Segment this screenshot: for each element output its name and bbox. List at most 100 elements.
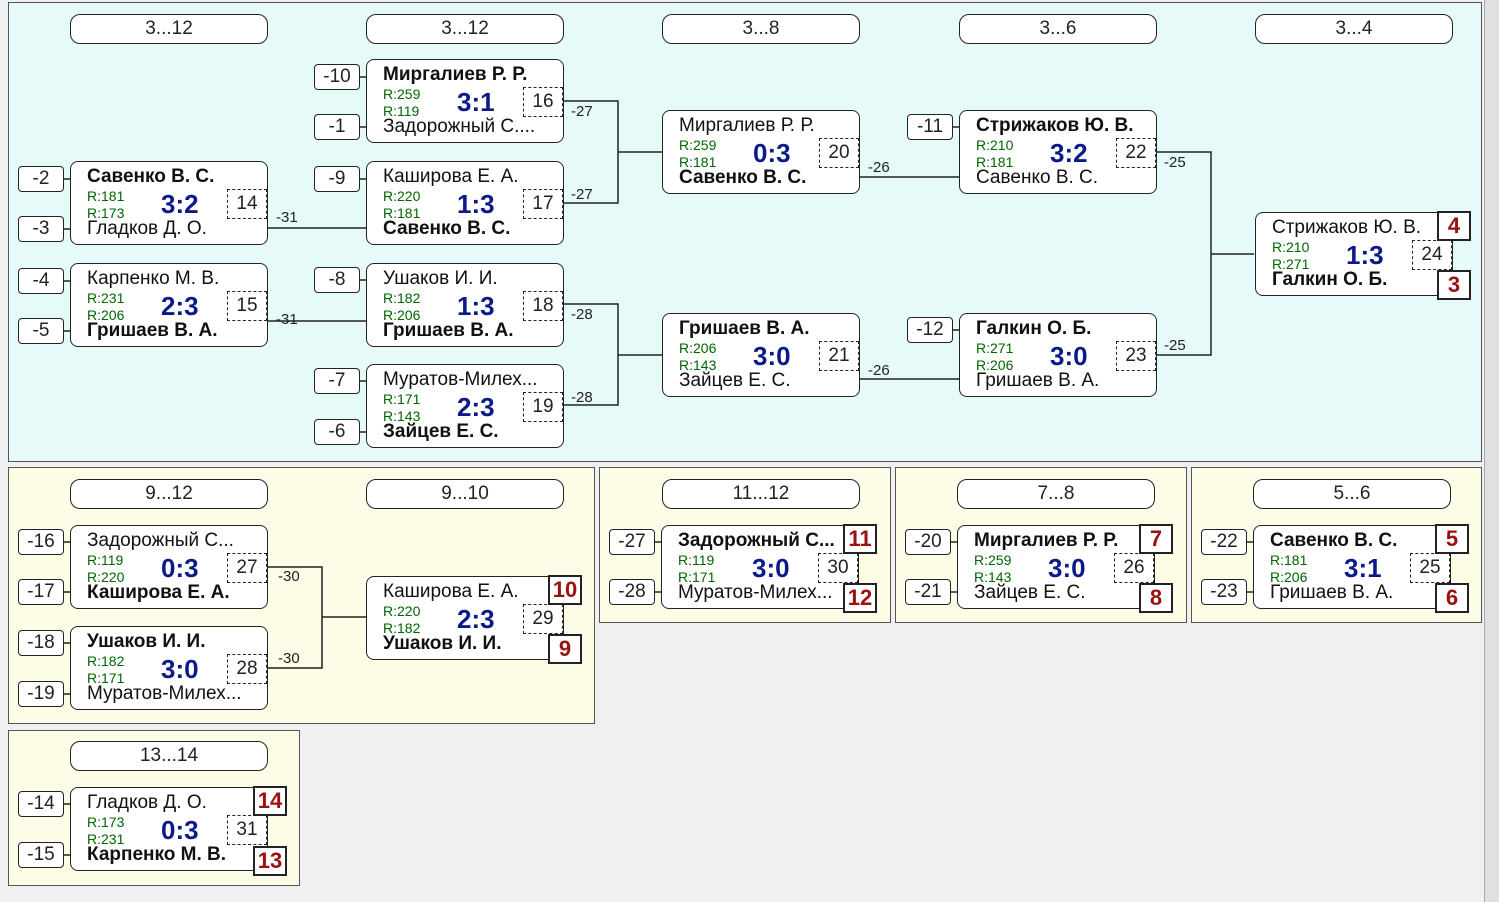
player-2-rating: R:206: [383, 307, 421, 323]
match-number: 23: [1116, 341, 1156, 371]
place-badge: 10: [548, 575, 582, 605]
match-number: 28: [227, 654, 267, 684]
round-header: 7...8: [957, 479, 1155, 509]
player-2-name: Гришаев В. А.: [383, 320, 514, 341]
player-1-rating: R:220: [383, 603, 421, 619]
match-card-25[interactable]: Савенко В. С. R:181 3:1 25 R:206 Гришаев…: [1253, 525, 1451, 609]
player-2-rating: R:181: [679, 154, 717, 170]
match-score: 0:3: [753, 138, 791, 168]
round-header: 3...12: [366, 14, 564, 44]
match-card-28[interactable]: Ушаков И. И. R:182 3:0 28 R:171 Муратов-…: [70, 626, 268, 710]
match-score: 0:3: [161, 553, 199, 583]
seed-box[interactable]: -3: [18, 216, 64, 242]
seed-box[interactable]: -10: [314, 64, 360, 90]
player-2-name: Зайцев Е. С.: [679, 370, 791, 391]
round-header: 5...6: [1253, 479, 1451, 509]
match-card-14[interactable]: Савенко В. С. R:181 3:2 14 R:173 Гладков…: [70, 161, 268, 245]
match-card-27[interactable]: Задорожный С... R:119 0:3 27 R:220 Кашир…: [70, 525, 268, 609]
round-header: 3...8: [662, 14, 860, 44]
match-card-20[interactable]: Миргалиев Р. Р. R:259 0:3 20 R:181 Савен…: [662, 110, 860, 194]
seed-box[interactable]: -15: [18, 842, 64, 868]
loser-goes-label: -26: [868, 159, 890, 176]
match-number: 18: [523, 291, 563, 321]
loser-goes-label: -28: [571, 306, 593, 323]
seed-box[interactable]: -16: [18, 529, 64, 555]
match-card-31[interactable]: Гладков Д. О. R:173 0:3 31 R:231 Карпенк…: [70, 787, 268, 871]
round-header: 3...12: [70, 14, 268, 44]
seed-box[interactable]: -19: [18, 681, 64, 707]
place-badge: 14: [253, 786, 287, 816]
player-1-name: Ушаков И. И.: [383, 268, 498, 289]
match-card-22[interactable]: Стрижаков Ю. В. R:210 3:2 22 R:181 Савен…: [959, 110, 1157, 194]
seed-box[interactable]: -1: [314, 114, 360, 140]
match-number: 25: [1410, 553, 1450, 583]
player-1-rating: R:119: [87, 552, 124, 568]
place-badge: 13: [253, 846, 287, 876]
seed-box[interactable]: -18: [18, 630, 64, 656]
match-card-15[interactable]: Карпенко М. В. R:231 2:3 15 R:206 Гришае…: [70, 263, 268, 347]
seed-box[interactable]: -8: [314, 267, 360, 293]
match-number: 20: [819, 138, 859, 168]
seed-box[interactable]: -14: [18, 791, 64, 817]
player-1-rating: R:173: [87, 814, 125, 830]
seed-box[interactable]: -4: [18, 268, 64, 294]
loser-goes-label: -28: [571, 389, 593, 406]
round-header: 3...4: [1255, 14, 1453, 44]
seed-box[interactable]: -28: [609, 579, 655, 605]
seed-box[interactable]: -6: [314, 419, 360, 445]
player-2-rating: R:143: [974, 569, 1012, 585]
match-card-30[interactable]: Задорожный С... R:119 3:0 30 R:171 Мурат…: [661, 525, 859, 609]
match-number: 21: [819, 341, 859, 371]
round-header: 9...12: [70, 479, 268, 509]
seed-box[interactable]: -9: [314, 166, 360, 192]
player-2-rating: R:206: [1270, 569, 1308, 585]
seed-box[interactable]: -20: [905, 529, 951, 555]
player-1-rating: R:206: [679, 340, 717, 356]
seed-box[interactable]: -5: [18, 318, 64, 344]
match-score: 3:0: [1050, 341, 1088, 371]
match-card-16[interactable]: Миргалиев Р. Р. R:259 3:1 16 R:119 Задор…: [366, 59, 564, 143]
match-score: 3:0: [753, 341, 791, 371]
loser-goes-label: -30: [278, 568, 300, 585]
seed-box[interactable]: -17: [18, 579, 64, 605]
player-2-rating: R:206: [87, 307, 125, 323]
match-card-18[interactable]: Ушаков И. И. R:182 1:3 18 R:206 Гришаев …: [366, 263, 564, 347]
seed-box[interactable]: -2: [18, 166, 64, 192]
player-1-rating: R:210: [1272, 239, 1310, 255]
match-card-29[interactable]: Каширова Е. А. R:220 2:3 29 R:182 Ушаков…: [366, 576, 564, 660]
player-2-rating: R:182: [383, 620, 421, 636]
round-header: 13...14: [70, 741, 268, 771]
seed-box[interactable]: -23: [1201, 579, 1247, 605]
player-2-name: Галкин О. Б.: [1272, 269, 1388, 290]
seed-box[interactable]: -7: [314, 368, 360, 394]
seed-box[interactable]: -27: [609, 529, 655, 555]
match-card-19[interactable]: Муратов-Милех... R:171 2:3 19 R:143 Зайц…: [366, 364, 564, 448]
match-number: 31: [227, 815, 267, 845]
player-1-name: Стрижаков Ю. В.: [976, 115, 1134, 136]
player-2-rating: R:143: [679, 357, 717, 373]
loser-goes-label: -31: [276, 209, 298, 226]
seed-box[interactable]: -22: [1201, 529, 1247, 555]
match-number: 26: [1114, 553, 1154, 583]
player-1-rating: R:182: [87, 653, 125, 669]
player-2-rating: R:220: [87, 569, 125, 585]
match-card-17[interactable]: Каширова Е. А. R:220 1:3 17 R:181 Савенк…: [366, 161, 564, 245]
loser-goes-label: -25: [1164, 337, 1186, 354]
place-badge: 11: [843, 524, 877, 554]
player-1-name: Задорожный С...: [678, 530, 835, 551]
player-1-rating: R:181: [1270, 552, 1308, 568]
seed-box[interactable]: -11: [907, 114, 953, 140]
player-2-name: Каширова Е. А.: [87, 582, 230, 603]
match-card-23[interactable]: Галкин О. Б. R:271 3:0 23 R:206 Гришаев …: [959, 313, 1157, 397]
round-header: 3...6: [959, 14, 1157, 44]
match-card-21[interactable]: Гришаев В. А. R:206 3:0 21 R:143 Зайцев …: [662, 313, 860, 397]
loser-goes-label: -25: [1164, 154, 1186, 171]
match-card-24[interactable]: Стрижаков Ю. В. R:210 1:3 24 R:271 Галки…: [1255, 212, 1453, 296]
place-badge: 8: [1139, 583, 1173, 613]
seed-box[interactable]: -21: [905, 579, 951, 605]
match-number: 16: [523, 87, 563, 117]
match-number: 22: [1116, 138, 1156, 168]
player-2-name: Гришаев В. А.: [1270, 582, 1394, 603]
match-card-26[interactable]: Миргалиев Р. Р. R:259 3:0 26 R:143 Зайце…: [957, 525, 1155, 609]
seed-box[interactable]: -12: [907, 317, 953, 343]
